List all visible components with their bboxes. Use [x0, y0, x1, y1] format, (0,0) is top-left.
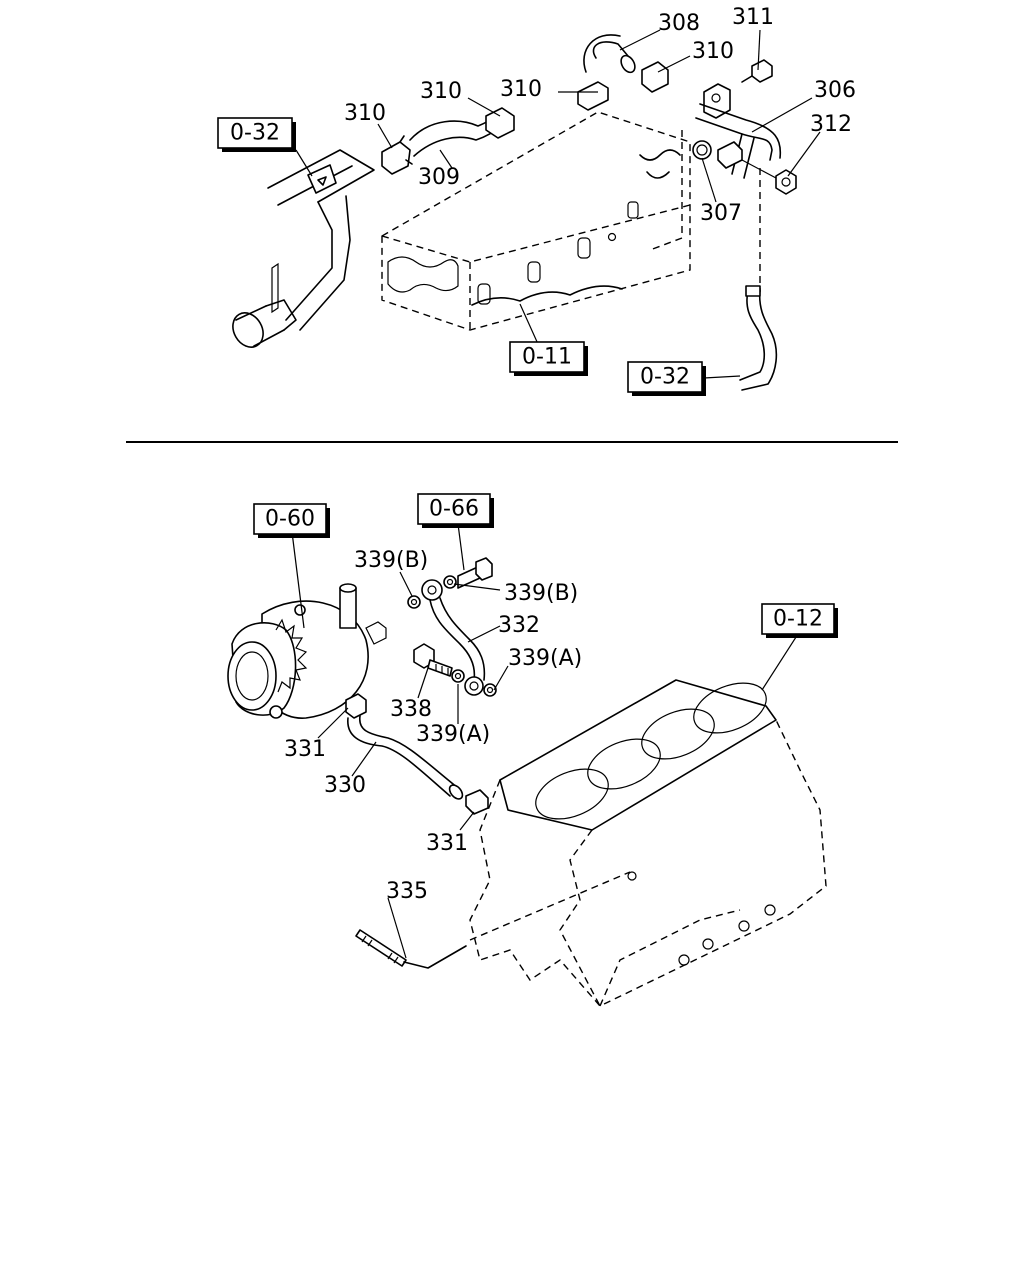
- callout-310-mid: 310: [420, 79, 462, 104]
- callout-330: 330: [324, 773, 366, 798]
- clips-331-illustration: [345, 693, 489, 815]
- callout-309: 309: [418, 165, 460, 190]
- bolt-338-illustration: [413, 643, 453, 677]
- ref-box-0-11: 0-11: [509, 341, 588, 376]
- bottom-leader-lines: [291, 523, 799, 959]
- ref-label-0-66: 0-66: [429, 497, 479, 522]
- ref-box-0-32-right: 0-32: [627, 361, 706, 396]
- cylinder-block-illustration: [469, 679, 827, 1007]
- ref-label-0-12: 0-12: [773, 607, 823, 632]
- bottom-callouts: 339(B) 339(B) 332 339(A) 338 339(A) 331 …: [284, 548, 582, 904]
- ref-label-0-32-left: 0-32: [230, 121, 280, 146]
- ref-box-0-32-left: 0-32: [217, 117, 296, 152]
- callout-311: 311: [732, 5, 774, 30]
- ref-label-0-60: 0-60: [265, 507, 315, 532]
- callout-339a-right: 339(A): [508, 646, 582, 671]
- callout-331-lower: 331: [426, 831, 468, 856]
- ref-box-0-60: 0-60: [253, 503, 330, 538]
- callout-339b-right: 339(B): [504, 581, 578, 606]
- callout-332: 332: [498, 613, 540, 638]
- left-water-pipe-illustration: [232, 149, 375, 348]
- hose-330-illustration: [347, 715, 464, 800]
- nut-312-illustration: [741, 159, 797, 195]
- ref-box-0-66: 0-66: [417, 493, 494, 528]
- callout-339a-lower: 339(A): [416, 722, 490, 747]
- washers-339-illustration: [407, 575, 497, 697]
- cylinder-head-illustration: [381, 111, 691, 331]
- hose-308-illustration: [583, 34, 636, 74]
- ref-label-0-32-right: 0-32: [640, 365, 690, 390]
- top-callouts: 308 311 310 310 310 310 306 312 309 307: [344, 5, 856, 226]
- callout-308: 308: [658, 11, 700, 36]
- right-lower-pipe-illustration: [739, 285, 778, 391]
- callout-310-top-right: 310: [692, 39, 734, 64]
- oil-pipe-332-illustration: [421, 579, 486, 696]
- vacuum-pump-illustration: [227, 583, 387, 719]
- callout-312: 312: [810, 112, 852, 137]
- callout-339b-left: 339(B): [354, 548, 428, 573]
- callout-335: 335: [386, 879, 428, 904]
- bolt-311-illustration: [741, 59, 773, 83]
- callout-331-upper: 331: [284, 737, 326, 762]
- ref-box-0-12: 0-12: [761, 603, 838, 638]
- callout-306: 306: [814, 78, 856, 103]
- stud-335-illustration: [355, 929, 467, 969]
- bottom-assembly: 339(B) 339(B) 332 339(A) 338 339(A) 331 …: [227, 493, 838, 1007]
- callout-307: 307: [700, 201, 742, 226]
- callout-310-center: 310: [500, 77, 542, 102]
- ref-label-0-11: 0-11: [522, 345, 572, 370]
- top-leader-lines: [295, 29, 821, 379]
- top-assembly: 308 311 310 310 310 310 306 312 309 307 …: [217, 5, 856, 396]
- clips-310-illustration: [381, 61, 669, 175]
- pipe-306-illustration: [649, 83, 782, 292]
- callout-310-left: 310: [344, 101, 386, 126]
- callout-338: 338: [390, 697, 432, 722]
